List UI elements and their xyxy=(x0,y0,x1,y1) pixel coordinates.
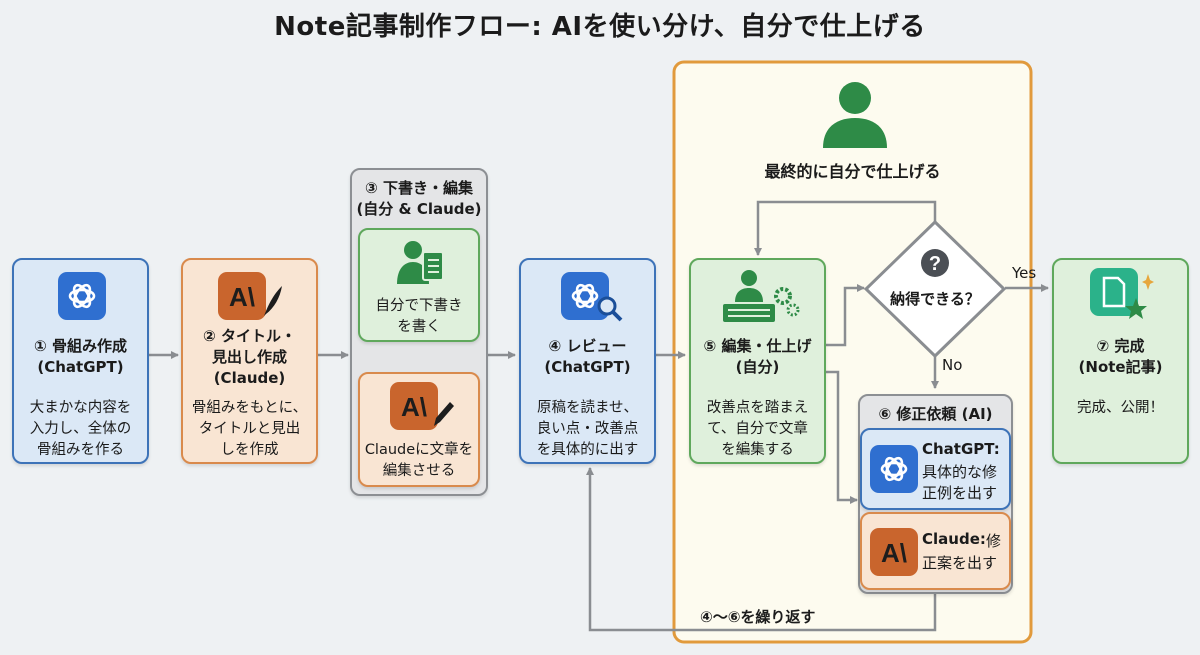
step-3-actor: (自分 & Claude) xyxy=(356,200,482,218)
claude-task: 正案を出す xyxy=(922,554,998,572)
step-7-complete: ⑦ 完成 (Note記事) 完成、公開！ xyxy=(1052,258,1189,464)
svg-text:A\: A\ xyxy=(401,392,427,422)
decision-yes-label: Yes xyxy=(1012,264,1037,282)
step-1-desc: 骨組みを作る xyxy=(37,442,124,458)
step-2-desc: タイトルと見出 xyxy=(198,421,301,437)
svg-text:A\: A\ xyxy=(229,282,255,312)
step-4-desc: 良い点・改善点 xyxy=(536,421,639,437)
chatgpt-icon xyxy=(870,445,918,493)
step-7-title: ⑦ 完成 xyxy=(1096,337,1145,355)
decision-question: 納得できる？ xyxy=(890,290,980,308)
step-4-title: ④ レビュー xyxy=(548,337,627,355)
page-title: Note記事制作フロー: AIを使い分け、自分で仕上げる xyxy=(274,12,926,42)
step-6-chatgpt: ChatGPT: 具体的な修 正例を出す xyxy=(860,428,1011,510)
claude-ai-feather-icon: A\ xyxy=(218,272,282,320)
chatgpt-magnifier-icon xyxy=(561,272,623,322)
claude-ai-pencil-icon: A\ xyxy=(390,382,454,430)
step-5-desc: を編集する xyxy=(721,442,794,458)
arrow-5-to-6 xyxy=(826,370,858,504)
loop-label: ④〜⑥を繰り返す xyxy=(700,608,816,626)
chatgpt-name: ChatGPT: xyxy=(922,440,1000,458)
chatgpt-task: 具体的な修 xyxy=(922,463,998,481)
step-2-desc: 骨組みをもとに、 xyxy=(191,400,308,416)
step-1-desc: 大まかな内容を xyxy=(29,400,132,416)
finalize-label: 最終的に自分で仕上げる xyxy=(764,162,941,181)
self-draft-text: を書く xyxy=(397,319,441,335)
step-5-title: ⑤ 編集・仕上げ xyxy=(703,337,812,355)
step-7-output: (Note記事) xyxy=(1078,358,1163,376)
step-2-title: ② タイトル・ xyxy=(203,327,296,345)
claude-task: 修 xyxy=(986,532,1002,550)
person-keyboard-gears-icon xyxy=(723,270,800,322)
claude-ai-icon: A\ xyxy=(870,528,918,576)
chatgpt-icon xyxy=(58,272,106,320)
step-2-title: 見出し作成 xyxy=(211,348,287,366)
arrow-5-to-decision xyxy=(826,284,865,347)
arrow-loop-back xyxy=(586,467,937,632)
person-writing-icon xyxy=(397,241,444,284)
step-3-title: ③ 下書き・編集 xyxy=(365,179,473,197)
step-4-desc: 原稿を読ませ、 xyxy=(536,400,639,416)
question-icon: ? xyxy=(921,249,949,277)
step-2-desc: しを作成 xyxy=(220,442,279,458)
person-icon xyxy=(823,82,887,148)
step-5-actor: (自分) xyxy=(735,358,780,376)
step-5-desc: 改善点を踏まえ xyxy=(706,400,809,416)
decision-diamond xyxy=(863,219,1007,359)
step-5-edit-finish: ⑤ 編集・仕上げ (自分) 改善点を踏まえ て、自分で文章 を編集する xyxy=(689,258,826,464)
step-2-title-headings: A\ ② タイトル・ 見出し作成 (Claude) 骨組みをもとに、 タイトルと… xyxy=(181,258,318,464)
step-1-actor: (ChatGPT) xyxy=(37,358,124,376)
claude-name: Claude: xyxy=(922,530,986,548)
step-3-self-draft: 自分で下書き を書く xyxy=(358,228,480,342)
step-6-claude: A\ Claude: 修 正案を出す xyxy=(860,512,1011,590)
step-1-skeleton: ① 骨組み作成 (ChatGPT) 大まかな内容を 入力し、全体の 骨組みを作る xyxy=(12,258,149,464)
step-4-actor: (ChatGPT) xyxy=(544,358,631,376)
step-4-desc: を具体的に出す xyxy=(536,442,639,458)
svg-text:?: ? xyxy=(929,253,941,275)
chatgpt-task: 正例を出す xyxy=(922,484,998,502)
svg-text:A\: A\ xyxy=(881,538,907,568)
document-star-icon xyxy=(1090,268,1154,319)
step-1-desc: 入力し、全体の xyxy=(29,421,132,437)
claude-edit-text: 編集させる xyxy=(382,463,456,479)
claude-edit-text: Claudeに文章を xyxy=(364,442,474,458)
step-3-claude-edit: A\ Claudeに文章を 編集させる xyxy=(358,372,480,487)
arrow-decision-back xyxy=(754,200,937,256)
step-4-review: ④ レビュー (ChatGPT) 原稿を読ませ、 良い点・改善点 を具体的に出す xyxy=(519,258,656,464)
step-7-desc: 完成、公開！ xyxy=(1077,400,1164,416)
step-1-title: ① 骨組み作成 xyxy=(34,337,127,355)
step-5-desc: て、自分で文章 xyxy=(707,421,808,437)
step-6-title: ⑥ 修正依頼 (AI) xyxy=(878,405,993,423)
step-2-actor: (Claude) xyxy=(213,369,286,387)
self-draft-text: 自分で下書き xyxy=(375,298,463,314)
decision-no-label: No xyxy=(942,356,963,374)
